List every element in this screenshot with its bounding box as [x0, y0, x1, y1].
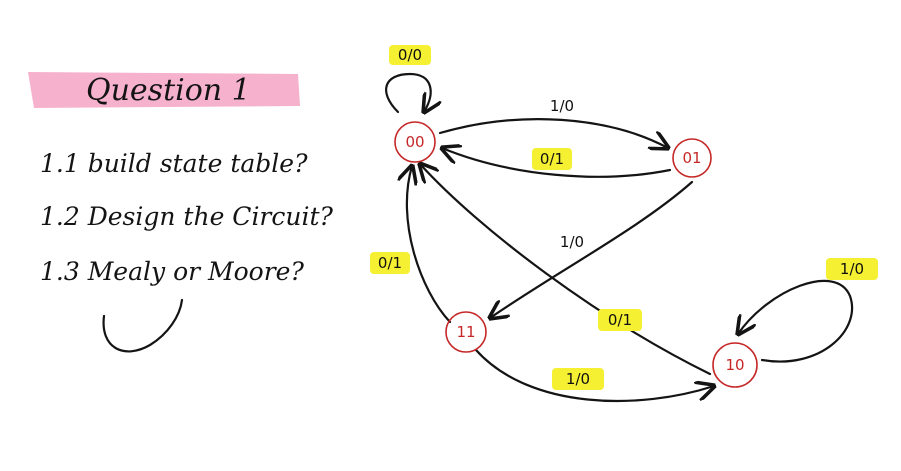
edge-label-00-00: 0/0 — [398, 46, 422, 64]
state-11: 11 — [445, 311, 487, 353]
edge-label-11-00: 0/1 — [378, 254, 402, 272]
title-highlight — [28, 72, 300, 108]
question-item-1: 1.1 build state table? — [40, 149, 308, 178]
edge-label-00-01: 1/0 — [550, 97, 574, 115]
states-group: 00 01 11 10 — [394, 121, 758, 388]
highlight-11-10 — [552, 368, 604, 390]
state-label-11: 11 — [456, 323, 475, 341]
question-item-2: 1.2 Design the Circuit? — [40, 202, 334, 231]
state-label-00: 00 — [405, 133, 424, 151]
state-label-10: 10 — [725, 356, 744, 374]
state-label-01: 01 — [682, 149, 701, 167]
highlight-00-00 — [389, 45, 431, 65]
question-title: Question 1 — [86, 73, 251, 108]
state-01: 01 — [672, 138, 712, 178]
edge-label-01-11: 1/0 — [560, 233, 584, 251]
highlight-01-00 — [532, 148, 572, 170]
edge-10-10 — [738, 279, 853, 363]
question-item-3: 1.3 Mealy or Moore? — [40, 257, 304, 286]
edge-label-11-10: 1/0 — [566, 370, 590, 388]
highlight-10-00 — [598, 309, 642, 331]
question-block: Question 1 1.1 build state table? 1.2 De… — [28, 72, 334, 353]
edge-label-01-00: 0/1 — [540, 150, 564, 168]
underline-swoosh — [102, 298, 184, 353]
state-10: 10 — [712, 342, 758, 388]
highlight-10-10 — [826, 258, 878, 280]
edge-label-10-00: 0/1 — [608, 311, 632, 329]
edge-11-00 — [407, 166, 452, 324]
edge-10-00 — [420, 164, 712, 376]
edge-01-11 — [490, 180, 694, 318]
edge-label-10-10: 1/0 — [840, 260, 864, 278]
edge-00-01 — [438, 118, 668, 148]
edge-00-00 — [385, 72, 431, 112]
transitions-group — [385, 72, 853, 403]
highlight-11-00 — [370, 252, 410, 274]
edge-01-00 — [442, 148, 672, 178]
edge-labels: 0/0 1/0 0/1 1/0 0/1 0/1 1/0 1/0 — [370, 45, 878, 390]
state-00: 00 — [394, 121, 436, 163]
edge-11-10 — [474, 348, 714, 403]
